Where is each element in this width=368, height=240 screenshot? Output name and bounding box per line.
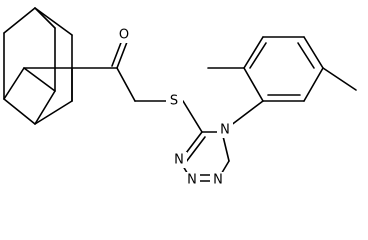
atom-o: O [117, 27, 131, 43]
svg-text:O: O [119, 28, 129, 43]
adamantane-cage [3, 7, 73, 125]
atom-n3: N [184, 172, 200, 188]
svg-text:N: N [213, 173, 223, 188]
ketone-linker [71, 39, 203, 133]
molecule-svg: O S N N N N [3, 7, 357, 188]
atom-n4: N [210, 172, 226, 188]
chemical-structure-diagram: O S N N N N [3, 7, 357, 188]
atom-n1: N [217, 122, 233, 138]
svg-text:N: N [174, 153, 184, 168]
dimethylphenyl-ring [207, 36, 357, 133]
svg-text:S: S [170, 94, 178, 109]
atom-n2: N [171, 152, 187, 168]
svg-text:N: N [187, 173, 197, 188]
svg-text:N: N [220, 123, 230, 138]
atom-s: S [166, 93, 183, 109]
